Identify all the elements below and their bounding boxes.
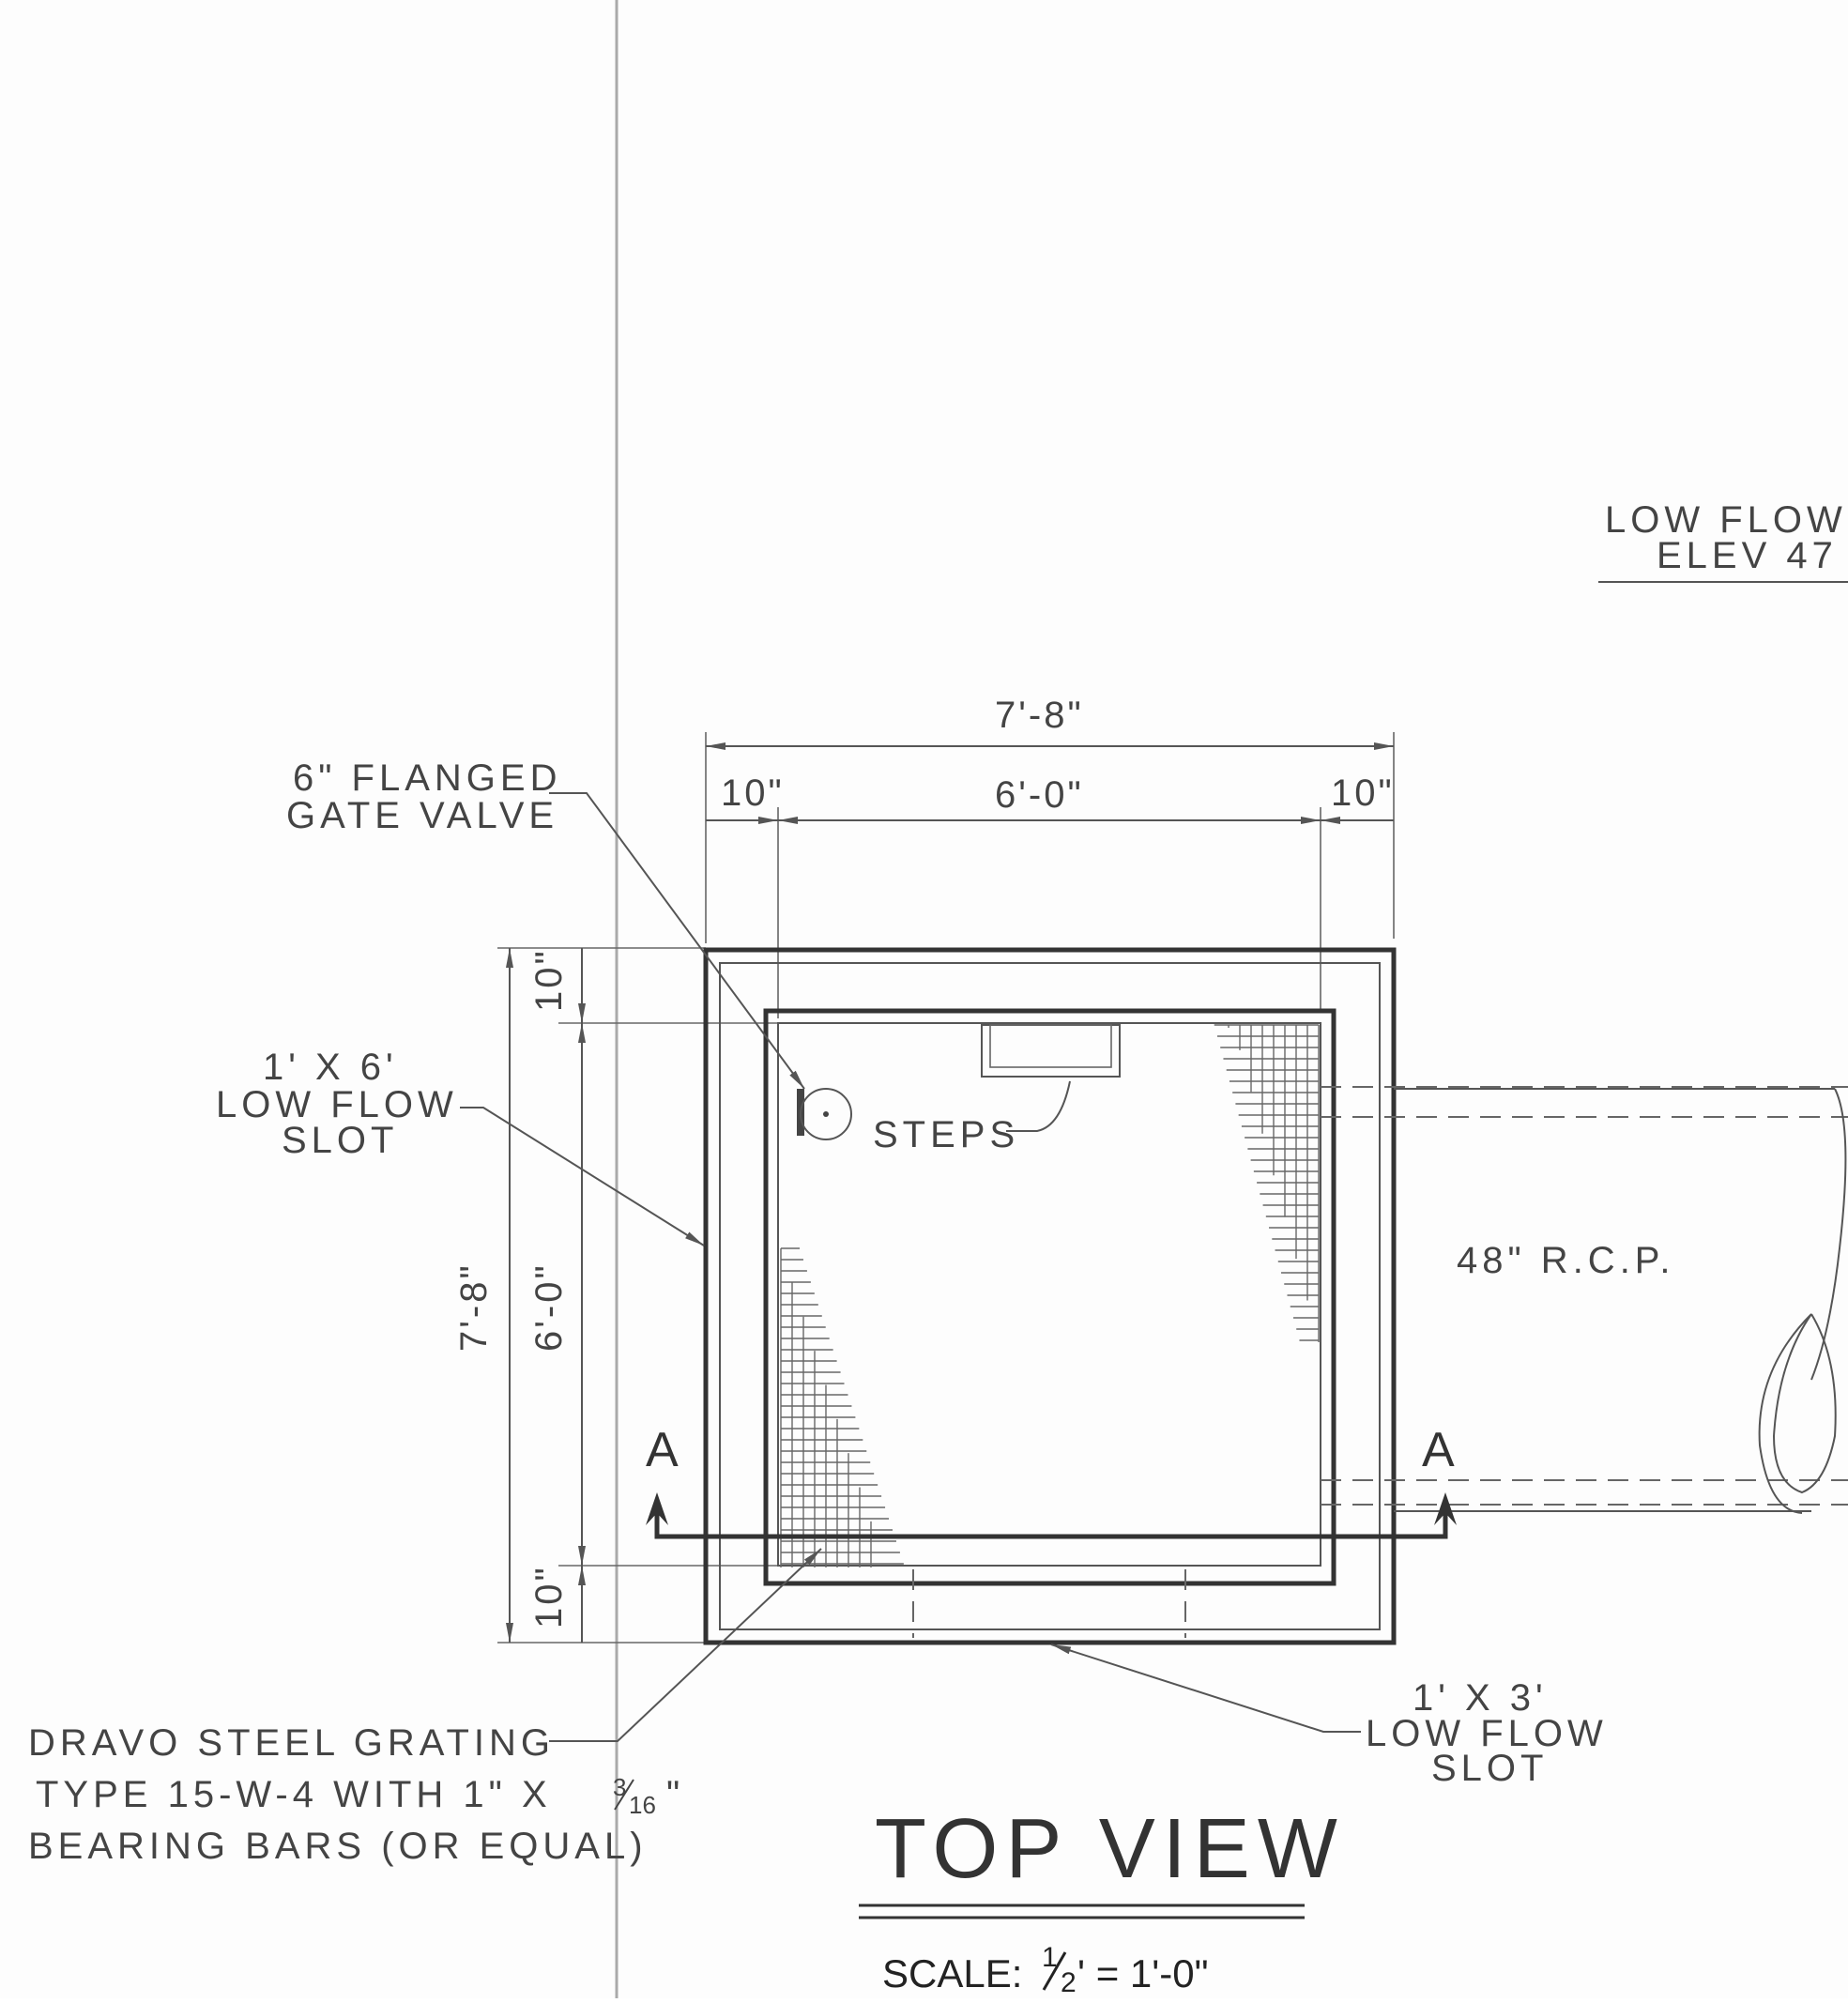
gate-valve-line1: 6" FLANGED: [293, 757, 561, 799]
grating-hatch: [780, 1024, 1320, 1567]
dim-left-top: 10": [528, 948, 570, 1012]
gate-valve-symbol: 6" FLANGED GATE VALVE: [286, 757, 852, 1140]
top-dimensions: 7'-8" 10" 6'-0" 10": [705, 695, 1395, 1018]
dim-left-overall: 7'-8": [453, 1262, 495, 1352]
low-flow-elev-line1: LOW FLOW: [1605, 499, 1847, 541]
inlet-structure: [703, 947, 1397, 1645]
scale-suffix: ' = 1'-0": [1077, 1951, 1209, 1995]
slot-bottom-line1: 1' X 3': [1413, 1677, 1548, 1719]
view-title: TOP VIEW SCALE: 1 2 ' = 1'-0": [859, 1802, 1345, 1998]
pipe-label: 48" R.C.P.: [1457, 1240, 1674, 1281]
gate-valve-line2: GATE VALVE: [286, 795, 558, 836]
dim-top-left: 10": [721, 772, 785, 814]
section-mark-right: A: [1422, 1423, 1455, 1477]
low-flow-elev-line2: ELEV 47: [1657, 535, 1838, 576]
side-slot-note: 1' X 6' LOW FLOW SLOT: [216, 1047, 705, 1246]
steps: STEPS: [873, 1024, 1121, 1155]
scale-den: 2: [1061, 1967, 1077, 1998]
left-dimensions: 7'-8" 10" 6'-0" 10": [453, 947, 779, 1644]
slot-side-line1: 1' X 6': [263, 1047, 398, 1088]
title-text: TOP VIEW: [875, 1802, 1345, 1896]
grating-line1: DRAVO STEEL GRATING: [28, 1722, 555, 1764]
bottom-slot-note: 1' X 3' LOW FLOW SLOT: [1050, 1644, 1608, 1789]
scale-num: 1: [1042, 1942, 1058, 1973]
dim-left-bottom: 10": [528, 1565, 570, 1628]
slot-side-line2: LOW FLOW: [216, 1084, 458, 1125]
low-flow-elevation-note: LOW FLOW ELEV 47: [1598, 499, 1848, 583]
slot-bottom-line3: SLOT: [1431, 1748, 1548, 1789]
steps-label: STEPS: [873, 1114, 1019, 1155]
grating-fraction-den: 16: [629, 1791, 656, 1819]
grating-line3: BEARING BARS (OR EQUAL): [28, 1826, 648, 1867]
grating-note: DRAVO STEEL GRATING TYPE 15-W-4 WITH 1" …: [28, 1548, 822, 1867]
pipe-48-rcp: 48" R.C.P.: [1321, 1086, 1848, 1514]
dim-top-right: 10": [1331, 772, 1395, 814]
dim-top-middle: 6'-0": [995, 774, 1084, 816]
grating-fraction-num: 3: [613, 1773, 626, 1801]
slot-bottom-line2: LOW FLOW: [1366, 1713, 1608, 1754]
dim-left-middle: 6'-0": [528, 1262, 570, 1352]
section-line-a: A A: [646, 1423, 1457, 1539]
grating-line2: TYPE 15-W-4 WITH 1" X: [36, 1774, 552, 1815]
section-mark-left: A: [646, 1423, 679, 1477]
grating-quote: ": [666, 1774, 684, 1815]
scale-prefix: SCALE:: [882, 1951, 1022, 1995]
dim-top-overall: 7'-8": [995, 695, 1084, 736]
slot-side-line3: SLOT: [282, 1120, 398, 1161]
